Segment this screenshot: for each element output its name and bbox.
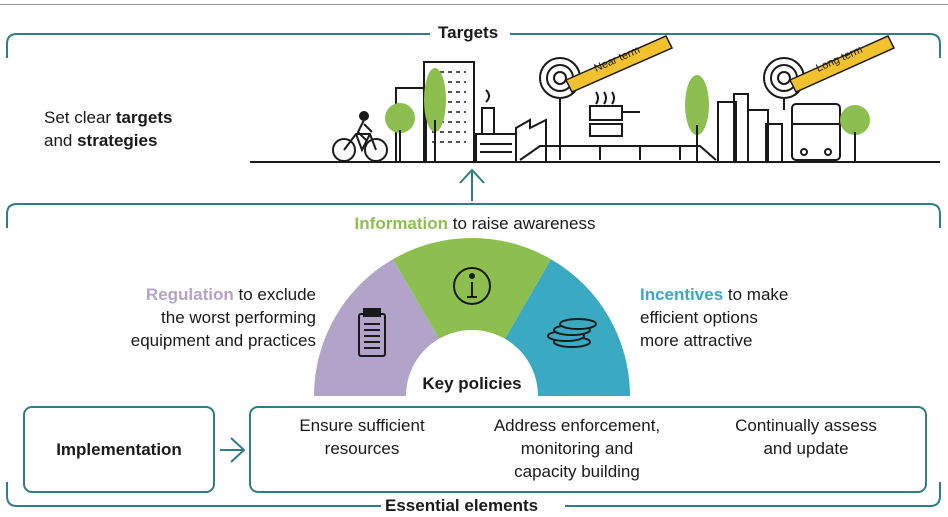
- long-term-target-icon: [763, 57, 805, 110]
- coins-icon: [547, 318, 597, 348]
- implementation-item-1: Ensure sufficient resources: [299, 416, 425, 458]
- info-icon: [453, 267, 491, 305]
- factory-icon: [475, 89, 547, 163]
- bus-icon: [791, 103, 841, 161]
- clipboard-icon: [358, 308, 386, 357]
- targets-title: Targets: [434, 23, 503, 43]
- right-arrow-icon: [220, 437, 246, 463]
- right-tree-icon: [840, 105, 870, 162]
- regulation-highlight: Regulation: [145, 285, 234, 304]
- targets-description: Set clear targets and strategies: [44, 108, 173, 150]
- essential-frame-bottom: [6, 482, 382, 507]
- right-buildings-icon: [717, 93, 783, 163]
- train-icon: [519, 145, 717, 161]
- top-rule: [0, 4, 948, 5]
- essential-elements-title: Essential elements: [381, 496, 543, 516]
- information-highlight: Information: [354, 214, 449, 233]
- regulation-text: Regulation to exclude the worst performi…: [130, 285, 316, 350]
- cityscape-illustration: Near term Long term: [250, 35, 940, 163]
- implementation-item-2: Address enforcement, monitoring and capa…: [493, 416, 661, 481]
- implementation-items-box: [249, 406, 927, 493]
- targets-frame: [6, 33, 430, 58]
- cooking-pot-icon: [589, 91, 640, 137]
- targets-frame-right: [510, 33, 941, 58]
- long-term-ribbon: [788, 35, 896, 93]
- essential-frame-top: [6, 203, 941, 228]
- up-arrow-icon: [459, 168, 485, 201]
- tall-tree-icon: [424, 68, 446, 162]
- incentives-highlight: Incentives: [640, 285, 724, 304]
- information-text: Information to raise awareness: [354, 214, 596, 233]
- bicycle-icon: [332, 111, 388, 162]
- building-windows: [432, 71, 466, 143]
- near-term-ribbon: [564, 35, 674, 93]
- essential-frame-bottom-right: [565, 482, 941, 507]
- implementation-label: Implementation: [56, 440, 182, 459]
- tall-tree-right-icon: [685, 75, 709, 162]
- incentives-text: Incentives to make efficient options mor…: [640, 285, 789, 350]
- implementation-box: [23, 406, 215, 493]
- tree-icon: [385, 103, 415, 162]
- regulation-segment: [314, 259, 439, 396]
- implementation-item-3: Continually assess and update: [735, 416, 877, 458]
- key-policies-label: Key policies: [422, 374, 522, 393]
